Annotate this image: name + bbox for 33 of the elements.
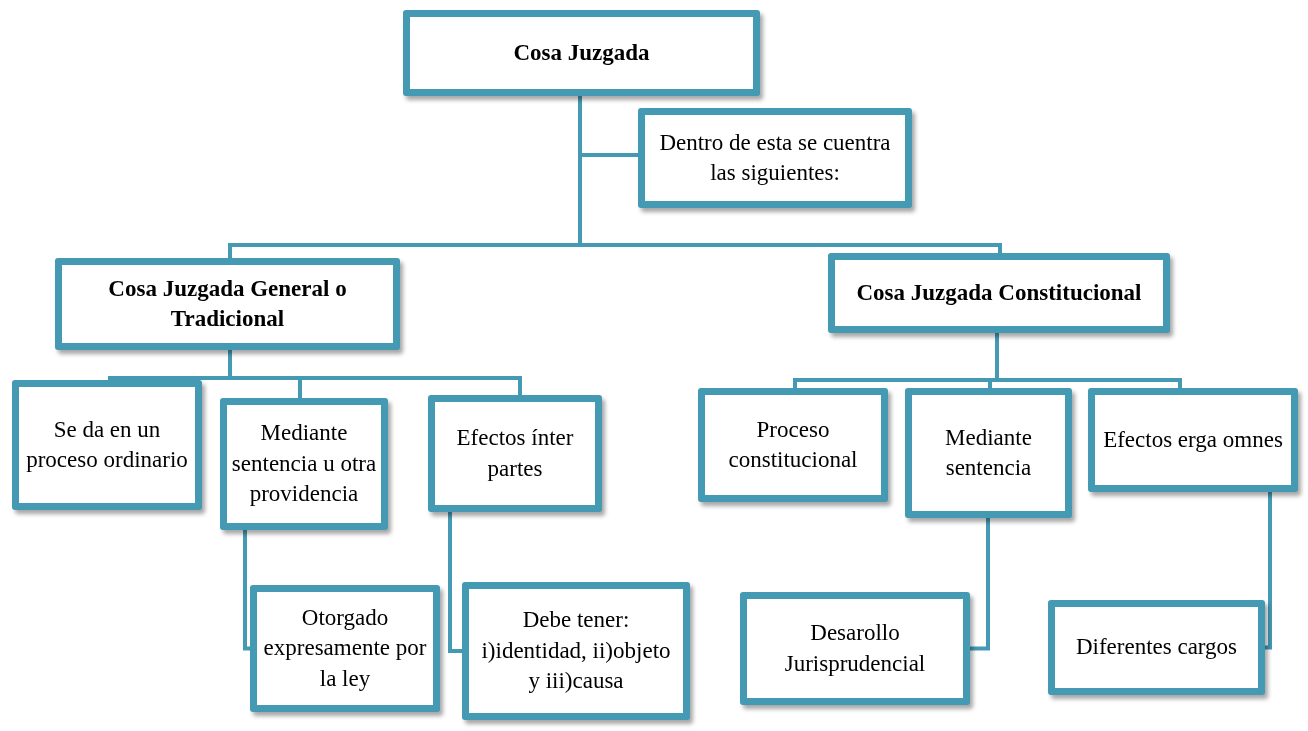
connector-line [448, 512, 462, 653]
box-text: Dentro de esta se cuentra las siguientes: [658, 128, 892, 187]
concept-box [740, 592, 970, 705]
box-text: Mediante sentencia [944, 423, 1033, 482]
box-text: Mediante sentencia u otra providencia [231, 419, 377, 509]
concept-box [12, 380, 202, 510]
concept-box [698, 388, 888, 502]
box-text: Cosa Juzgada [513, 38, 650, 67]
box-text: Cosa Juzgada Constitucional [856, 278, 1142, 307]
concept-box [220, 398, 388, 530]
concept-box [250, 585, 440, 712]
concept-box [828, 253, 1170, 333]
concept-box [462, 582, 690, 720]
concept-box [1048, 600, 1265, 695]
connector-line [970, 518, 990, 651]
box-text: Efectos ínter partes [455, 424, 575, 483]
connector-line [1265, 492, 1272, 650]
box-text: Cosa Juzgada General o Tradicional [107, 274, 348, 333]
box-text: Otorgado expresamente por la ley [262, 603, 428, 693]
concept-box [403, 10, 760, 96]
concept-box [55, 258, 400, 350]
box-text: Diferentes cargos [1075, 633, 1238, 662]
connector-line [228, 350, 522, 395]
box-text: Efectos erga omnes [1103, 425, 1283, 454]
box-text: Desarollo Jurisprudencial [783, 619, 927, 678]
concept-box [428, 395, 602, 512]
connector-line [243, 530, 250, 651]
box-text: Se da en un proceso ordinario [25, 415, 189, 474]
concept-box [905, 388, 1072, 518]
concept-box [1088, 388, 1298, 492]
concept-box [638, 108, 912, 208]
box-text: Proceso constitucional [727, 415, 859, 474]
box-text: Debe tener: i)identidad, ii)objeto y iii)causa [480, 606, 672, 696]
